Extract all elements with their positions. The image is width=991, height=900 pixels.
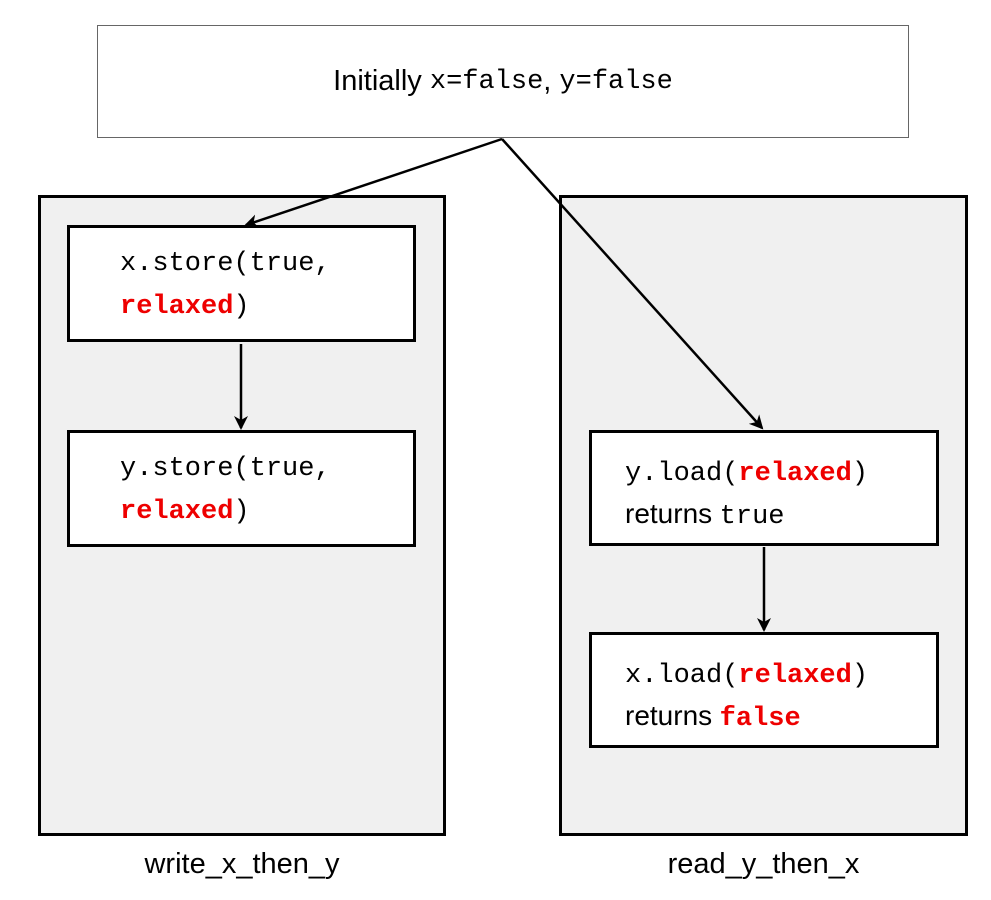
op-y-load-returns-label: returns [625,498,713,529]
op-x-store-close: ) [233,292,250,322]
init-separator: , [543,65,552,97]
op-x-load-close: ) [851,661,869,691]
op-y-store-order: relaxed [120,497,234,527]
op-y-load: y.load(relaxed) returns true [589,430,939,546]
initial-state-box: Initially x=false, y=false [97,25,909,138]
op-y-load-close: ) [851,459,869,489]
op-x-store-order: relaxed [120,292,234,322]
op-x-load-call: x.load( [625,661,739,691]
op-x-load: x.load(relaxed) returns false [589,632,939,748]
op-x-load-returns-label: returns [625,700,713,731]
op-x-store: x.store(true, relaxed) [67,225,416,342]
x-init-value: x=false [429,66,544,97]
thread-caption-read-y-then-x: read_y_then_x [667,848,860,880]
op-y-store-call: y.store(true, [120,454,331,484]
op-y-store: y.store(true, relaxed) [67,430,416,547]
op-x-load-returns-value: false [719,704,801,734]
op-y-load-call: y.load( [625,459,739,489]
op-x-load-order: relaxed [738,661,852,691]
thread-caption-write-x-then-y: write_x_then_y [144,848,340,880]
op-y-load-returns-value: true [719,502,785,532]
op-x-store-call: x.store(true, [120,249,331,279]
y-init-value: y=false [559,66,673,97]
op-y-store-close: ) [233,497,250,527]
op-y-load-order: relaxed [738,459,852,489]
initially-label: Initially [333,65,422,97]
